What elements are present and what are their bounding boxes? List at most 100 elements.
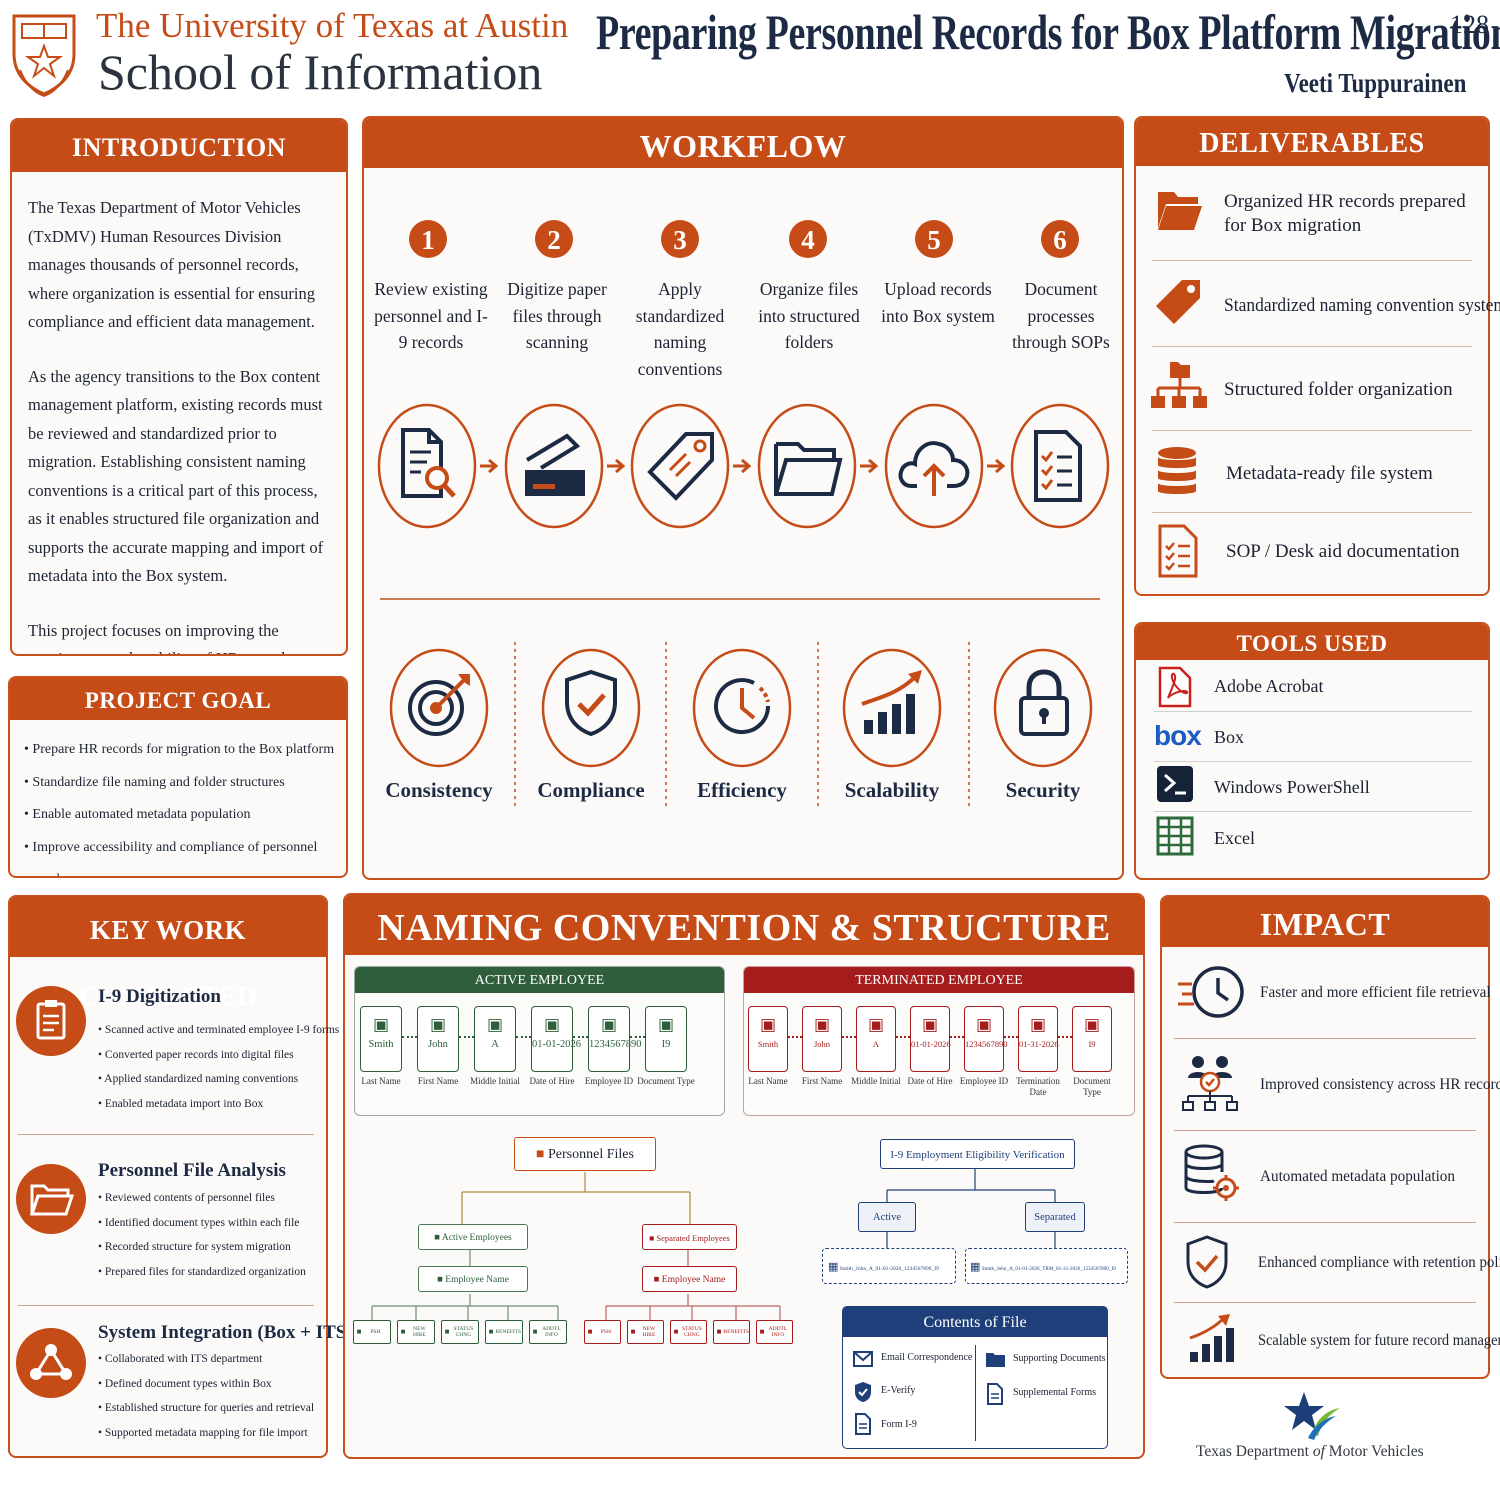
leaf-folder-label: PSH xyxy=(370,1328,381,1335)
project-goal-panel: PROJECT GOAL • Prepare HR records for mi… xyxy=(8,676,348,878)
leaf-folder[interactable]: ■ADDTL INFO xyxy=(756,1320,793,1344)
tree-separated-employees[interactable]: ■ Separated Employees xyxy=(642,1224,737,1250)
folder-icon: ■ xyxy=(653,1275,660,1285)
folder-icon: ■ xyxy=(587,1326,593,1336)
i9-file-active[interactable]: ▦ Smith_John_A_01-01-2026_1234567890_I9 xyxy=(822,1248,956,1284)
leaf-folder[interactable]: ■ADDTL INFO xyxy=(529,1320,567,1344)
box-logo: box xyxy=(1154,720,1202,751)
step-text-2: Digitize paper files through scanning xyxy=(507,279,607,352)
folder-icon: ■ xyxy=(649,1233,655,1243)
value-label-scalability: Scalability xyxy=(844,778,940,802)
folder-icon: ■ xyxy=(536,1147,545,1162)
name-field-label: Employee ID xyxy=(584,1076,634,1086)
introduction-panel: INTRODUCTION The Texas Department of Mot… xyxy=(10,118,348,656)
folder-icon: ■ xyxy=(444,1326,450,1336)
goal-item: • Standardize file naming and folder str… xyxy=(24,774,285,790)
name-field-card: ▣Smith xyxy=(748,1006,788,1072)
tree-active-employees[interactable]: ■ Active Employees xyxy=(418,1224,528,1250)
keywork-item-text: Established structure for queries and re… xyxy=(104,1402,315,1414)
impact-heading: IMPACT xyxy=(1162,897,1488,947)
contents-item-supplemental: Supplemental Forms xyxy=(1013,1387,1097,1398)
goal-item-text: Enable automated metadata population xyxy=(32,807,251,822)
keywork-item: • Defined document types within Box xyxy=(98,1377,272,1390)
step-number-3: 3 xyxy=(661,220,699,258)
field-separator xyxy=(459,1036,474,1038)
i9-tree-separated[interactable]: Separated xyxy=(1025,1202,1085,1232)
field-icon: ▣ xyxy=(657,1015,675,1034)
field-separator xyxy=(630,1036,645,1038)
step-number-5: 5 xyxy=(915,220,953,258)
keywork-item: • Collaborated with ITS department xyxy=(98,1353,263,1365)
leaf-folder-label: STATUS CHNG xyxy=(682,1325,702,1339)
leaf-folder[interactable]: ■PSH xyxy=(584,1320,621,1344)
keywork-item: • Prepared files for standardized organi… xyxy=(98,1265,306,1278)
leaf-folder[interactable]: ■NEW HIRE xyxy=(397,1320,435,1344)
name-field-card: ▣John xyxy=(802,1006,842,1072)
goal-item: • Prepare HR records for migration to th… xyxy=(24,742,335,757)
keywork-item-text: Identified document types within each fi… xyxy=(104,1216,300,1229)
leaf-folder[interactable]: ■BENEFITS xyxy=(713,1320,750,1344)
txdmv-text-post: Motor Vehicles xyxy=(1324,1443,1424,1460)
keywork-item: • Scanned active and terminated employee… xyxy=(98,1024,340,1036)
i9-file-separated[interactable]: ▦ Smith_John_A_01-01-2026_TRM_01-31-2026… xyxy=(965,1248,1128,1284)
folder-icon: ■ xyxy=(673,1326,679,1336)
field-icon: ▣ xyxy=(372,1015,390,1034)
deliverables-heading: DELIVERABLES xyxy=(1136,118,1488,166)
database-gear-icon xyxy=(1184,1144,1239,1201)
i9-tree-active[interactable]: Active xyxy=(858,1202,916,1232)
name-field-value: 01-01-2026 xyxy=(911,1039,951,1049)
folder-icon: ■ xyxy=(356,1326,362,1336)
txdmv-text-of: of xyxy=(1312,1443,1325,1460)
value-label-consistency: Consistency xyxy=(385,778,493,802)
name-field-label: Middle Initial xyxy=(470,1076,520,1086)
tree-root-personnel-files[interactable]: ■ Personnel Files xyxy=(514,1137,656,1171)
school-name: School of Information xyxy=(98,44,543,100)
step-text-1: Review existing personnel and I-9 record… xyxy=(374,279,488,352)
name-field-value: 01-31-2026 xyxy=(1019,1039,1059,1049)
workflow-icon-row xyxy=(370,400,1116,534)
txdmv-text-pre: Texas Department xyxy=(1196,1443,1313,1460)
active-leaf-folders: ■PSH■NEW HIRE■STATUS CHNG■BENEFITS■ADDTL… xyxy=(353,1320,583,1346)
keywork-item: • Identified document types within each … xyxy=(98,1216,300,1229)
field-icon: ▣ xyxy=(975,1015,993,1034)
folder-icon xyxy=(774,442,843,496)
folder-hierarchy-icon xyxy=(1151,362,1207,408)
keywork-item: • Enabled metadata import into Box xyxy=(98,1097,264,1110)
leaf-folder[interactable]: ■NEW HIRE xyxy=(627,1320,664,1344)
clock-icon xyxy=(714,678,770,735)
i9-tree-root[interactable]: I-9 Employment Eligibility Verification xyxy=(880,1139,1075,1169)
field-icon: ▣ xyxy=(600,1015,618,1034)
field-separator xyxy=(1058,1036,1072,1038)
name-field-card: ▣Smith xyxy=(360,1006,402,1072)
keywork-item-text: Reviewed contents of personnel files xyxy=(104,1192,275,1204)
tool-excel: Excel xyxy=(1214,828,1255,848)
leaf-folder[interactable]: ■STATUS CHNG xyxy=(670,1320,707,1344)
keywork-item: • Applied standardized naming convention… xyxy=(98,1073,299,1085)
keywork-item-text: Defined document types within Box xyxy=(104,1377,272,1390)
key-work-heading: KEY WORK COMPLETED xyxy=(10,897,326,1011)
target-icon xyxy=(408,674,470,736)
folder-icon xyxy=(16,1164,86,1234)
deliverable-item-1: Organized HR records prepared for Box mi… xyxy=(1224,191,1466,236)
leaf-folder[interactable]: ■STATUS CHNG xyxy=(441,1320,479,1344)
leaf-folder-label: BENEFITS xyxy=(723,1328,750,1335)
leaf-folder-label: NEW HIRE xyxy=(413,1325,426,1339)
field-icon: ▣ xyxy=(759,1015,777,1034)
intro-paragraph-3: This project focuses on improving the co… xyxy=(28,620,291,655)
step-number-1: 1 xyxy=(409,220,447,258)
name-field-card: ▣01-01-2026 xyxy=(531,1006,581,1072)
field-separator xyxy=(842,1036,856,1038)
field-icon: ▣ xyxy=(429,1015,447,1034)
step-number-2: 2 xyxy=(535,220,573,258)
field-separator xyxy=(950,1036,964,1038)
impact-item-3: Automated metadata population xyxy=(1260,1168,1456,1185)
leaf-folder[interactable]: ■BENEFITS xyxy=(485,1320,523,1344)
padlock-icon xyxy=(1019,669,1069,736)
tree-separated-employee-name[interactable]: ■ Employee Name xyxy=(642,1266,737,1292)
name-field-card: ▣1234567890 xyxy=(588,1006,642,1072)
deliverable-item-3: Structured folder organization xyxy=(1224,379,1453,400)
tree-active-employee-name[interactable]: ■ Employee Name xyxy=(418,1266,528,1292)
name-field-label: Date of Hire xyxy=(907,1076,953,1086)
leaf-folder[interactable]: ■ PSH xyxy=(353,1320,391,1344)
